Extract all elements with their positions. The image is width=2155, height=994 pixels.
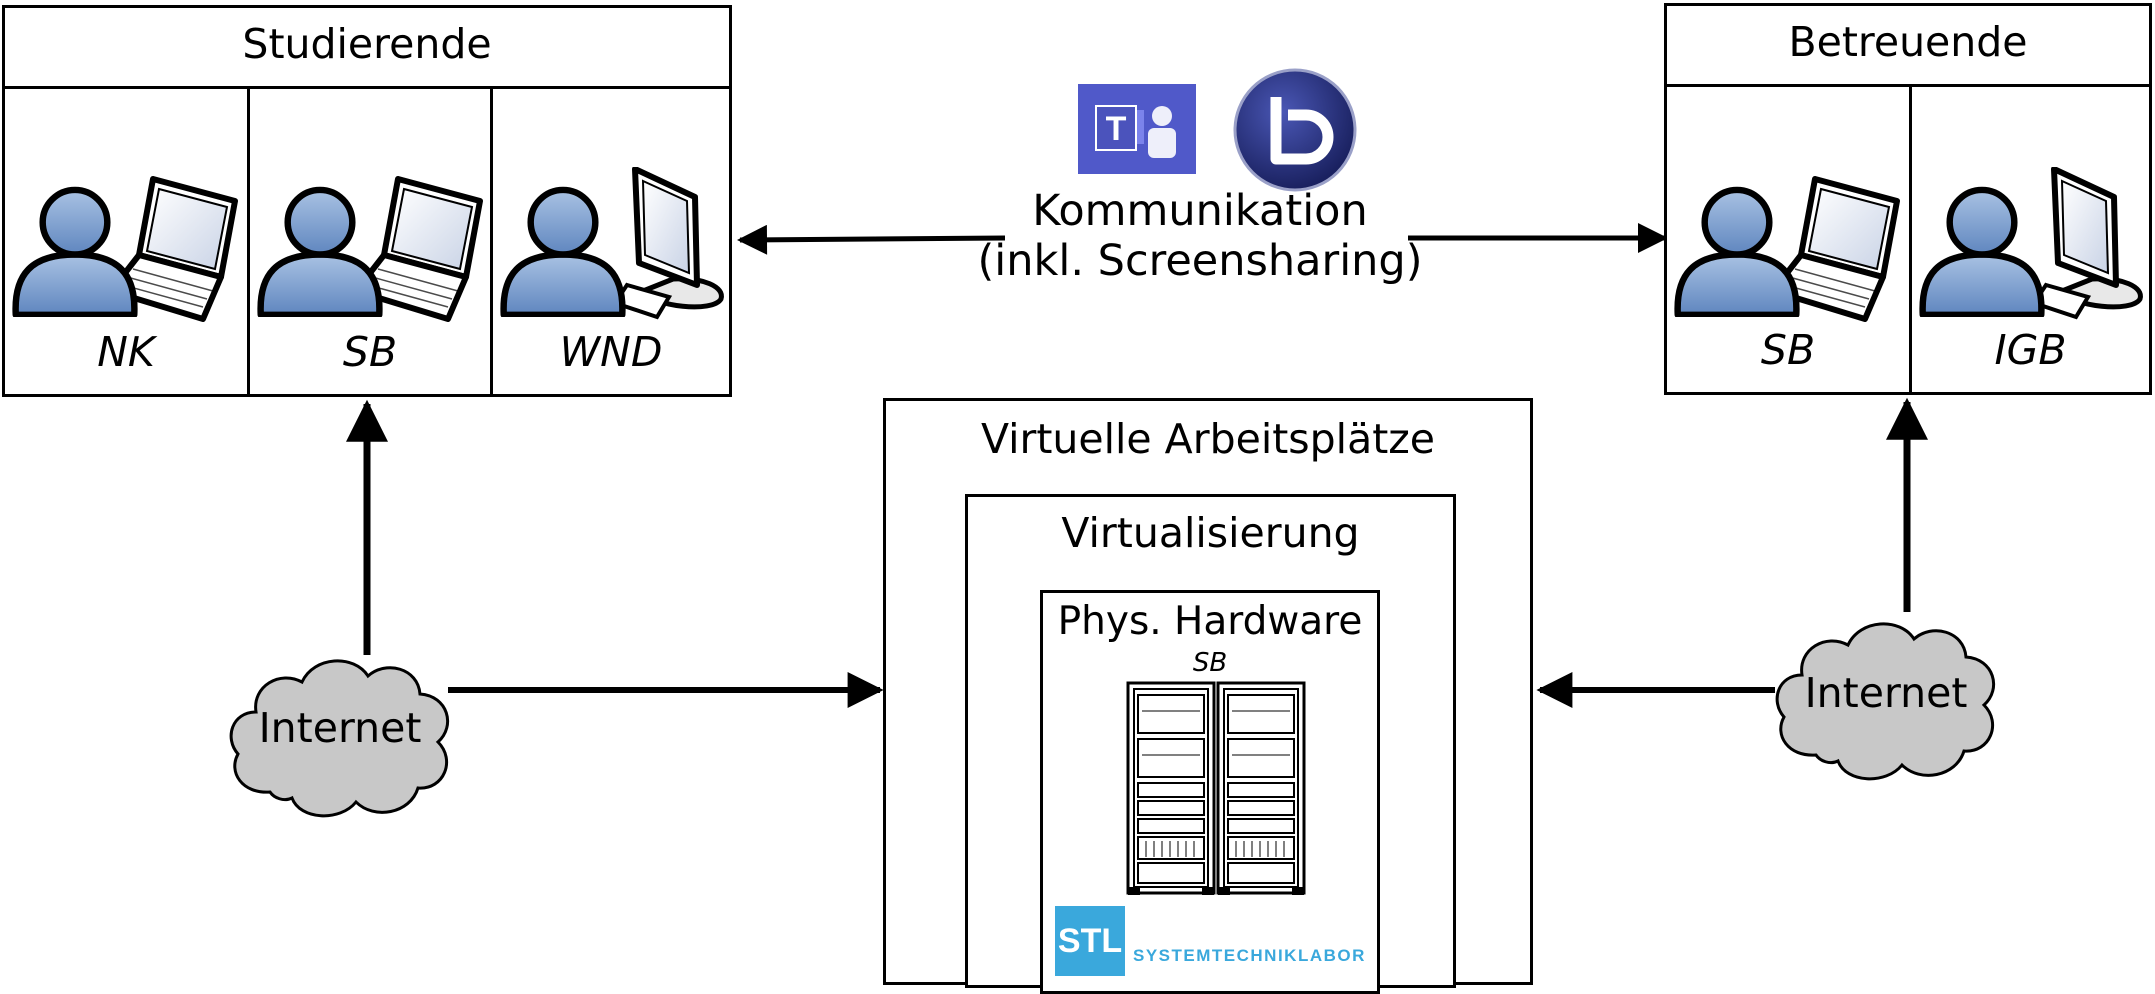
student-laptop-icon: [250, 167, 492, 327]
supervisor-label: SB: [1760, 326, 1816, 374]
supervisor-cell-igb: IGB: [1912, 87, 2149, 392]
internet-label: Internet: [1804, 669, 1968, 717]
student-cell-nk: NK: [5, 89, 247, 394]
stl-logo-abbr: STL: [1057, 922, 1123, 960]
virtual-workplaces-title: Virtuelle Arbeitsplätze: [980, 415, 1436, 463]
students-title: Studierende: [242, 20, 492, 68]
supervisor-cell-sb: SB: [1667, 87, 1909, 392]
communication-line2: (inkl. Screensharing): [977, 236, 1423, 286]
svg-text:T: T: [1106, 110, 1127, 148]
divider: [1667, 84, 2149, 87]
supervisors-cells: SB IGB: [1667, 87, 2149, 392]
divider: [490, 89, 493, 394]
student-cell-sb: SB: [250, 89, 490, 394]
bigbluebutton-logo: [1233, 68, 1357, 192]
internet-cloud-left: Internet: [222, 642, 458, 822]
physical-hardware-box: Phys. Hardware SB STL SYSTEMTECHNIKLABOR: [1040, 590, 1380, 994]
students-cells: NK SB WND: [5, 89, 729, 394]
students-box: Studierende NK SB WND: [2, 5, 732, 397]
communication-line1: Kommunikation: [1032, 186, 1368, 236]
divider: [247, 89, 250, 394]
virtualization-box: Virtualisierung Phys. Hardware SB STL SY…: [965, 494, 1456, 994]
stl-logo: STL SYSTEMTECHNIKLABOR: [1055, 906, 1375, 980]
student-laptop-icon: [5, 167, 247, 327]
supervisor-desktop-icon: [1912, 167, 2154, 327]
server-rack-icon: [1126, 681, 1216, 895]
student-label: NK: [97, 328, 155, 376]
stl-logo-mark: STL: [1055, 906, 1125, 976]
divider: [1909, 87, 1912, 392]
virtualization-title: Virtualisierung: [1061, 509, 1360, 557]
stl-logo-text: SYSTEMTECHNIKLABOR: [1133, 946, 1366, 965]
hardware-subtitle: SB: [1192, 648, 1228, 678]
internet-cloud-right: Internet: [1768, 605, 2004, 785]
student-label: SB: [342, 328, 398, 376]
supervisors-title: Betreuende: [1788, 18, 2028, 66]
supervisor-laptop-icon: [1667, 167, 1909, 327]
internet-label: Internet: [258, 704, 422, 752]
student-cell-wnd: WND: [493, 89, 729, 394]
hardware-title: Phys. Hardware: [1057, 599, 1363, 644]
student-desktop-icon: [493, 167, 735, 327]
supervisor-label: IGB: [1994, 326, 2067, 374]
student-label: WND: [559, 328, 663, 376]
divider: [5, 86, 729, 89]
virtual-workplaces-box: Virtuelle Arbeitsplätze Virtualisierung …: [883, 398, 1533, 994]
server-rack-icon: [1216, 681, 1306, 895]
communication-label: Kommunikation (inkl. Screensharing): [960, 186, 1440, 286]
supervisors-box: Betreuende SB IGB: [1664, 3, 2152, 395]
comm-arrow-to-students: [737, 224, 1006, 255]
microsoft-teams-logo: T: [1078, 84, 1196, 174]
